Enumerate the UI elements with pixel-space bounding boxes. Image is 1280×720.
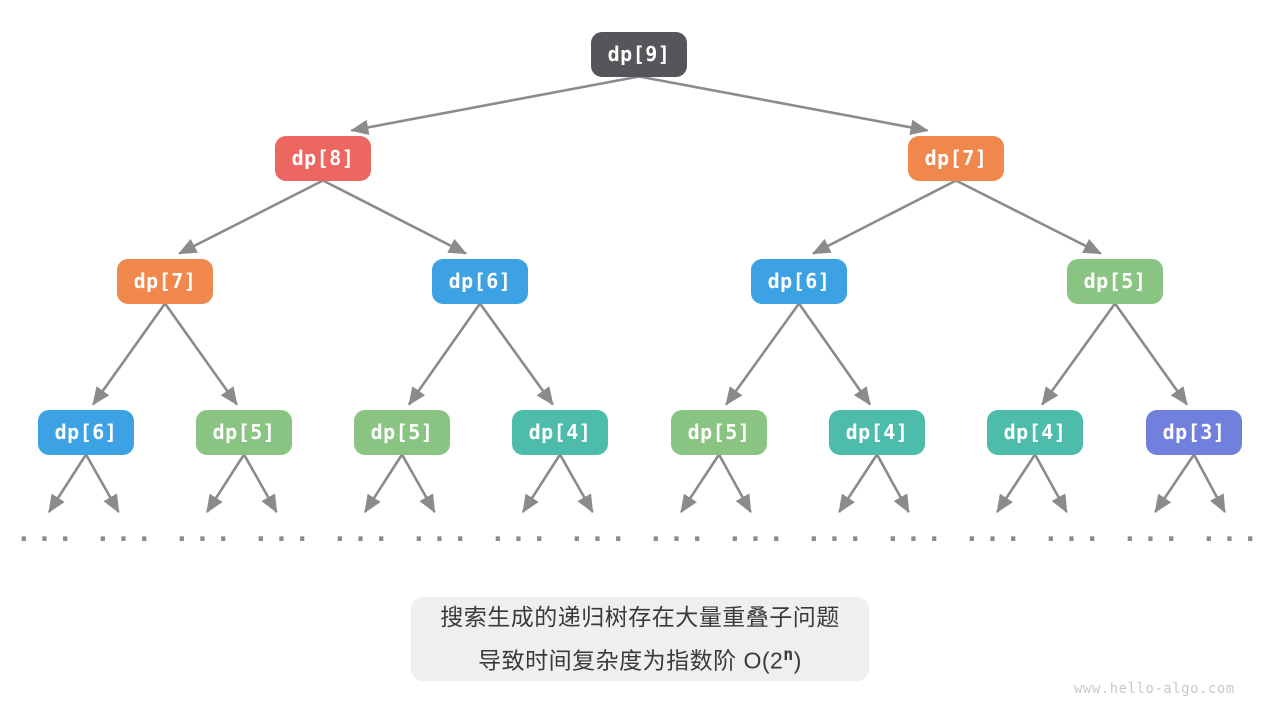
tree-edge (478, 302, 554, 406)
ellipsis: ... (411, 518, 473, 548)
tree-node: dp[8] (275, 135, 371, 181)
tree-edge (797, 302, 872, 406)
tree-edge (996, 453, 1037, 514)
tree-edge (717, 453, 752, 514)
ellipsis: ... (648, 518, 710, 548)
ellipsis: ... (16, 518, 78, 548)
caption-line-2: 导致时间复杂度为指数阶 O(2n) (478, 636, 802, 680)
tree-edge (1041, 302, 1117, 406)
ellipsis: ... (1201, 518, 1263, 548)
tree-edge (242, 453, 278, 514)
tree-edge (1154, 453, 1196, 514)
ellipsis: ... (490, 518, 552, 548)
tree-edge (400, 453, 436, 514)
tree-edge (1033, 453, 1068, 514)
caption-exponent: n (783, 645, 794, 665)
caption-line-2-text: 导致时间复杂度为指数阶 O(2 (478, 647, 784, 674)
tree-edge (875, 453, 910, 514)
tree-edge (521, 453, 562, 514)
tree-edge (680, 453, 721, 514)
ellipsis: ... (727, 518, 789, 548)
tree-edge (1192, 453, 1226, 514)
tree-edge (178, 179, 324, 255)
tree-edge (811, 179, 957, 255)
ellipsis: ... (95, 518, 157, 548)
tree-edge (92, 302, 167, 406)
ellipsis: ... (885, 518, 947, 548)
tree-edge (1113, 302, 1188, 406)
tree-node: dp[6] (432, 258, 528, 304)
tree-edge (558, 453, 594, 514)
ellipsis: ... (1122, 518, 1184, 548)
tree-node: dp[5] (354, 409, 450, 455)
tree-node: dp[4] (512, 409, 608, 455)
tree-node: dp[4] (829, 409, 925, 455)
caption-line-2-close: ) (793, 647, 802, 674)
tree-edge (725, 302, 801, 406)
tree-node: dp[6] (751, 258, 847, 304)
tree-node: dp[9] (591, 31, 687, 77)
tree-node: dp[7] (117, 258, 213, 304)
tree-edge (407, 302, 482, 406)
ellipsis: ... (332, 518, 394, 548)
tree-node: dp[5] (671, 409, 767, 455)
tree-node: dp[5] (196, 409, 292, 455)
tree-edge (163, 302, 238, 406)
tree-node: dp[3] (1146, 409, 1242, 455)
tree-node: dp[6] (38, 409, 134, 455)
tree-edge (350, 75, 640, 136)
ellipsis: ... (806, 518, 868, 548)
ellipsis: ... (964, 518, 1026, 548)
tree-edge (47, 453, 88, 514)
caption-box: 搜索生成的递归树存在大量重叠子问题 导致时间复杂度为指数阶 O(2n) (411, 597, 869, 681)
ellipsis: ... (569, 518, 631, 548)
caption-line-1: 搜索生成的递归树存在大量重叠子问题 (440, 604, 840, 631)
tree-edge (955, 179, 1102, 255)
tree-node: dp[5] (1067, 258, 1163, 304)
tree-edge (205, 453, 246, 514)
watermark: www.hello-algo.com (1074, 681, 1235, 697)
ellipsis: ... (253, 518, 315, 548)
tree-edge (638, 75, 929, 136)
ellipsis: ... (174, 518, 236, 548)
tree-edge (363, 453, 404, 514)
tree-node: dp[7] (908, 135, 1004, 181)
tree-edge (322, 179, 468, 255)
tree-edge (838, 453, 879, 514)
ellipsis: ... (1043, 518, 1105, 548)
tree-node: dp[4] (987, 409, 1083, 455)
tree-edge (84, 453, 120, 514)
